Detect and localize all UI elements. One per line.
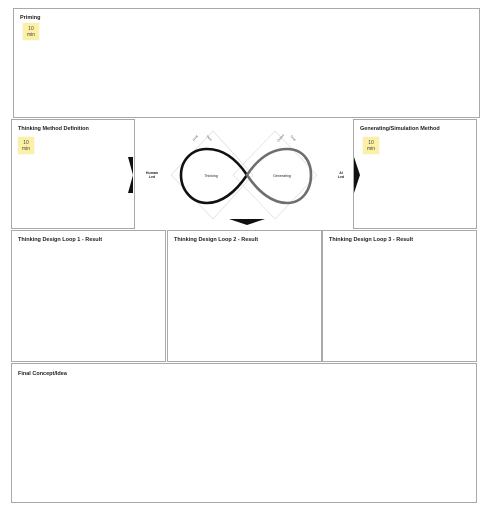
final-concept-title: Final Concept/Idea [18,371,67,377]
sticky-value: 10 [28,26,34,32]
ai-led-label: AI Led [337,171,345,180]
thinking-method-frame[interactable]: Thinking Method Definition 10 min [11,119,135,229]
priming-timer-sticky[interactable]: 10 min [23,23,39,40]
right-diamond [232,130,318,220]
loop-1-result-title: Thinking Design Loop 1 - Result [18,237,103,243]
sticky-value: 10 [368,140,374,146]
generating-method-frame[interactable]: Generating/Simulation Method 10 min [353,119,477,229]
sticky-unit: min [366,146,376,152]
final-concept-frame[interactable]: Final Concept/Idea [11,363,477,503]
loop-3-result-title: Thinking Design Loop 3 - Result [329,237,414,243]
sticky-value: 10 [23,140,29,146]
loop-3-result-frame[interactable]: Thinking Design Loop 3 - Result [322,230,477,362]
loop-2-result-frame[interactable]: Thinking Design Loop 2 - Result [167,230,322,362]
infinity-loop-graphic [128,130,360,225]
generating-lobe [245,147,313,205]
priming-title: Priming [20,15,41,21]
thinking-method-title: Thinking Method Definition [18,126,89,132]
priming-frame[interactable]: Priming 10 min [13,8,480,118]
right-chevron-arrow [354,157,360,193]
thinking-timer-sticky[interactable]: 10 min [18,137,34,154]
thinking-label: Thinking [204,174,218,178]
design-loop-diagram: Human Led AI Led Thinking Generating Goa… [128,119,360,229]
generating-method-title: Generating/Simulation Method [360,126,440,132]
generating-label: Generating [273,174,291,178]
thinking-lobe [179,147,249,205]
bottom-pointer-arrow [229,219,265,225]
loop-1-result-frame[interactable]: Thinking Design Loop 1 - Result [11,230,166,362]
sticky-unit: min [26,32,36,38]
human-led-label: Human Led [145,171,159,180]
loop-2-result-title: Thinking Design Loop 2 - Result [174,237,259,243]
generating-timer-sticky[interactable]: 10 min [363,137,379,154]
sticky-unit: min [21,146,31,152]
left-chevron-arrow [128,157,133,193]
